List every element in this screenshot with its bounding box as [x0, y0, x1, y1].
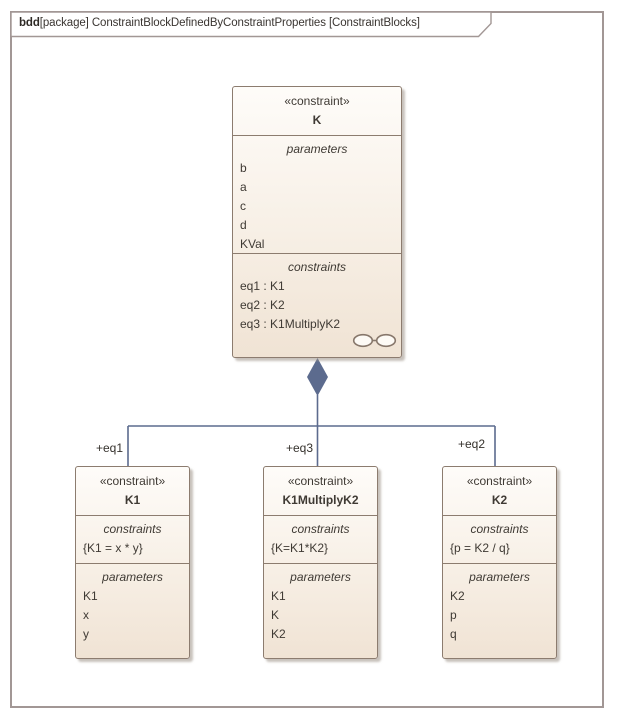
block-k-header: «constraint» K: [233, 87, 401, 135]
constraint-item: {K1 = x * y}: [83, 541, 143, 555]
block-name: K: [312, 113, 322, 127]
block-k1-parameters-compartment: parameters K1 x y: [76, 563, 189, 658]
constraint-item: eq3 : K1MultiplyK2: [240, 317, 341, 331]
composition-diamond-icon[interactable]: [307, 358, 328, 396]
compartment-label: constraints: [291, 522, 350, 536]
compartment-label: parameters: [290, 570, 351, 584]
parameter-item: x: [83, 608, 89, 622]
stereotype-label: «constraint»: [99, 474, 166, 488]
block-k1-constraints-compartment: constraints {K1 = x * y}: [76, 515, 189, 563]
constraint-item: {K=K1*K2}: [271, 541, 329, 555]
block-k-constraints-compartment: constraints eq1 : K1 eq2 : K2 eq3 : K1Mu…: [233, 253, 401, 357]
block-name: K1: [124, 493, 141, 507]
parameter-item: a: [240, 180, 247, 194]
compartment-label: parameters: [286, 142, 348, 156]
compartment-label: constraints: [103, 522, 162, 536]
stereotype-label: «constraint»: [284, 94, 350, 108]
parameter-item: K2: [271, 627, 286, 641]
parameter-item: K: [271, 608, 280, 622]
block-k1multiplyk2-parameters-compartment: parameters K1 K K2: [264, 563, 377, 658]
frame-keyword: bdd: [19, 17, 40, 29]
parameter-item: d: [240, 218, 247, 232]
block-name: K1MultiplyK2: [282, 493, 359, 507]
compartment-label: constraints: [470, 522, 529, 536]
composition-role-label-eq1: +eq1: [96, 441, 124, 455]
block-k2[interactable]: «constraint» K2 constraints {p = K2 / q}…: [442, 466, 557, 659]
block-k2-header: «constraint» K2: [443, 467, 556, 515]
stereotype-label: «constraint»: [466, 474, 533, 488]
block-name: K2: [491, 493, 508, 507]
frame-tab-outline: [10, 11, 492, 38]
parameter-item: q: [450, 627, 457, 641]
block-k[interactable]: «constraint» K parameters b a c d KVal c…: [232, 86, 402, 358]
block-k1multiplyk2-constraints-compartment: constraints {K=K1*K2}: [264, 515, 377, 563]
block-k1multiplyk2-header: «constraint» K1MultiplyK2: [264, 467, 377, 515]
compartment-label: parameters: [102, 570, 163, 584]
frame-title-rest: [package] ConstraintBlockDefinedByConstr…: [39, 17, 420, 29]
parameter-item: KVal: [240, 237, 265, 251]
constraint-item: {p = K2 / q}: [450, 541, 510, 555]
compartment-label: parameters: [469, 570, 530, 584]
block-k1-header: «constraint» K1: [76, 467, 189, 515]
parameter-item: K2: [450, 589, 465, 603]
constraint-item: eq1 : K1: [240, 279, 285, 293]
compartment-label: constraints: [287, 260, 347, 274]
linked-circles-icon: [352, 333, 397, 348]
composition-role-label-eq3: +eq3: [286, 441, 314, 455]
parameter-item: K1: [83, 589, 98, 603]
block-k2-constraints-compartment: constraints {p = K2 / q}: [443, 515, 556, 563]
parameter-item: K1: [271, 589, 286, 603]
parameter-item: c: [240, 199, 246, 213]
frame-title: bdd[package] ConstraintBlockDefinedByCon…: [19, 17, 420, 29]
block-k1multiplyk2[interactable]: «constraint» K1MultiplyK2 constraints {K…: [263, 466, 378, 659]
composition-connector-lines[interactable]: [127, 395, 496, 466]
block-k2-parameters-compartment: parameters K2 p q: [443, 563, 556, 658]
parameter-item: p: [450, 608, 457, 622]
parameter-item: b: [240, 161, 247, 175]
frame-header-tab: [10, 11, 492, 38]
constraint-item: eq2 : K2: [240, 298, 285, 312]
block-k-parameters-compartment: parameters b a c d KVal: [233, 135, 401, 253]
parameter-item: y: [83, 627, 89, 641]
block-k1[interactable]: «constraint» K1 constraints {K1 = x * y}…: [75, 466, 190, 659]
stereotype-label: «constraint»: [287, 474, 354, 488]
composition-role-label-eq2: +eq2: [458, 437, 486, 451]
